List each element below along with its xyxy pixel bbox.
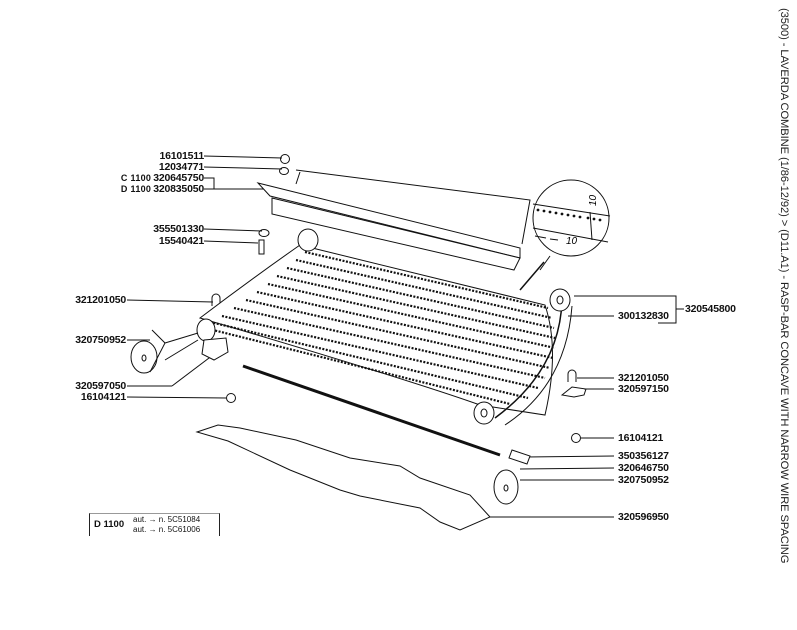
detail-dimension-vertical: 10 bbox=[588, 194, 599, 206]
part-label: 16101511 bbox=[159, 150, 204, 162]
part-label: 320646750 bbox=[618, 462, 669, 474]
part-label: 320596950 bbox=[618, 511, 669, 523]
detail-dimension-horizontal: 10 bbox=[566, 236, 578, 247]
note-line: aut. → n. 5C61006 bbox=[133, 525, 201, 534]
note-serial-lines: aut. → n. 5C51084 aut. → n. 5C61006 bbox=[133, 515, 200, 535]
part-label: 321201050 bbox=[618, 372, 669, 384]
part-label: 12034771 bbox=[158, 161, 204, 173]
part-label: 16104121 bbox=[618, 432, 664, 444]
part-label: 355501330 bbox=[153, 223, 204, 235]
part-label: 320597050 bbox=[75, 380, 126, 392]
part-label: 16104121 bbox=[80, 391, 126, 403]
part-label: 321201050 bbox=[75, 294, 126, 306]
part-label: 320545800 bbox=[685, 303, 736, 315]
note-line: aut. → n. 5C51084 bbox=[133, 515, 201, 524]
model-prefix: D 1100 bbox=[120, 184, 152, 194]
note-model: D 1100 bbox=[94, 519, 125, 530]
part-label: 300132830 bbox=[618, 310, 669, 322]
page-title: (3500) - LAVERDA COMBINE (1/86-12/92) > … bbox=[773, 8, 793, 608]
part-label: 320597150 bbox=[618, 383, 669, 395]
part-label: 320750952 bbox=[618, 474, 669, 486]
part-label: 350356127 bbox=[618, 450, 669, 462]
model-prefix: C 1100 bbox=[120, 173, 152, 183]
serial-note-box: D 1100 aut. → n. 5C51084 aut. → n. 5C610… bbox=[89, 513, 220, 536]
page-title-text: (3500) - LAVERDA COMBINE (1/86-12/92) > … bbox=[778, 8, 790, 564]
part-label: 15540421 bbox=[158, 235, 204, 247]
part-label: 320750952 bbox=[75, 334, 126, 346]
